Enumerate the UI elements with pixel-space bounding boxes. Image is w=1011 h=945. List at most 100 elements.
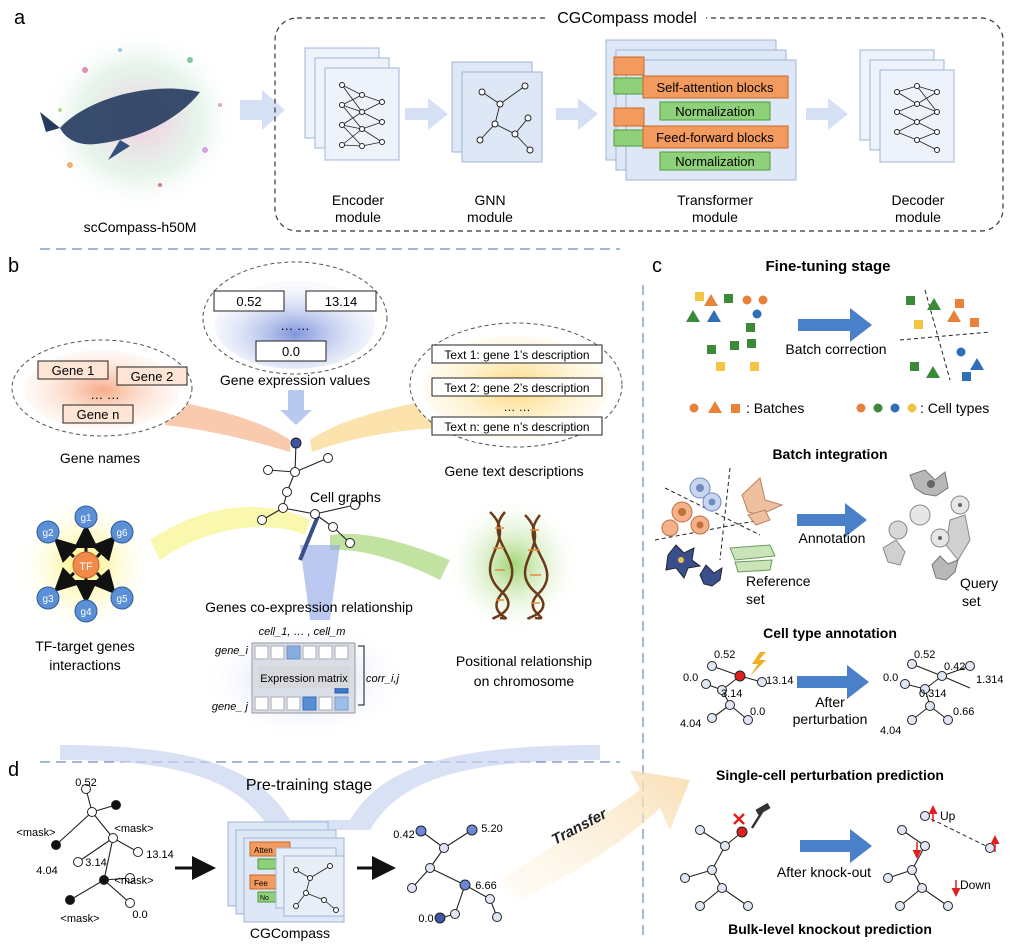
- chromo-caption-1: Positional relationship: [456, 653, 592, 669]
- knockout-arrow: [800, 829, 872, 863]
- gene-names-ellipsis: … …: [90, 387, 120, 402]
- transformer-module: Self-attention blocks Normalization Feed…: [605, 39, 797, 181]
- cgcompass-stack: [227, 821, 345, 923]
- celltypes-legend: [856, 403, 917, 413]
- panel-b: b 0.52 13.14 … … 0.0 Gene expression val…: [8, 255, 623, 740]
- perturb-before-val-5: 4.04: [680, 718, 701, 730]
- expr-ellipsis: … …: [280, 318, 310, 333]
- matrix-gene-j: gene_ j: [212, 701, 249, 713]
- pred-val-2: 5.20: [481, 823, 502, 835]
- tf-network: [13, 493, 157, 637]
- normalization-block-2: [659, 151, 771, 171]
- perturb-after-val-4: 0.314: [919, 688, 947, 700]
- transfer-arrow: [500, 770, 690, 900]
- cell-graphs-caption: Cell graphs: [310, 489, 381, 505]
- perturb-before-val-2: 0.0: [683, 672, 698, 684]
- text-desc-n: Text n: gene n’s description: [444, 420, 589, 434]
- masked-val-4: 3.14: [85, 857, 106, 869]
- knockout-graph-after: [883, 805, 1000, 911]
- masked-val-2: <mask>: [16, 827, 55, 839]
- gene-name-2: Gene 2: [131, 369, 174, 384]
- self-attention-block: [642, 75, 789, 99]
- expr-caption: Gene expression values: [220, 372, 370, 388]
- perturb-after-val-7: 0.66: [953, 706, 974, 718]
- tf-caption-2: interactions: [49, 657, 121, 673]
- batch-integration-label: Batch integration: [772, 446, 887, 462]
- encoder-label-1: Encoder: [332, 192, 384, 208]
- masked-val-1: 0.52: [75, 777, 96, 789]
- encoder-label-2: module: [335, 209, 381, 225]
- masked-val-7: <mask>: [114, 875, 153, 887]
- matrix-label: Expression matrix: [260, 673, 348, 685]
- panel-d-letter: d: [8, 759, 19, 781]
- text-desc-ellipsis: … …: [503, 400, 530, 414]
- text-desc-2: Text 2: gene 2’s description: [444, 381, 589, 395]
- decoder-label-1: Decoder: [892, 192, 945, 208]
- cell-graph: [257, 437, 360, 561]
- cgcompass-label: CGCompass: [250, 925, 330, 941]
- stack-label-fee: Fee: [254, 879, 268, 888]
- model-title: CGCompass model: [557, 10, 697, 27]
- gnn-label-2: module: [467, 209, 513, 225]
- gene-names-caption: Gene names: [60, 450, 140, 466]
- matrix-bracket: [358, 645, 365, 706]
- up-label: Up: [940, 809, 956, 823]
- flow-text-desc: [310, 400, 440, 452]
- knockout-graph-before: [680, 802, 771, 911]
- after-knockout-label: After knock-out: [777, 864, 871, 880]
- decoder-module: [859, 49, 955, 163]
- gnn-module: [451, 61, 543, 163]
- gnn-to-transformer-arrow: [556, 98, 598, 130]
- gnn-label-1: GNN: [474, 192, 505, 208]
- masked-val-5: 13.14: [146, 849, 174, 861]
- tf-target-g4: g4: [80, 607, 92, 618]
- gene-name-1: Gene 1: [52, 363, 95, 378]
- atlas-label: scCompass-h50M: [84, 219, 197, 235]
- transformer-to-decoder-arrow: [806, 98, 848, 130]
- panel-c-letter: c: [652, 255, 662, 277]
- masked-val-9: 0.0: [132, 909, 147, 921]
- expr-down-arrow: [280, 390, 312, 425]
- matrix-gene-i: gene_i: [215, 645, 249, 657]
- transformer-label-2: module: [692, 209, 738, 225]
- chromosome-dna-icon: [443, 495, 583, 635]
- pretrain-funnel: [60, 745, 600, 830]
- batches-legend: [689, 401, 740, 413]
- masked-val-3: <mask>: [114, 823, 153, 835]
- tf-target-g2: g2: [42, 528, 54, 539]
- perturb-before-val-1: 0.52: [714, 649, 735, 661]
- celltypes-legend-label: : Cell types: [920, 400, 989, 416]
- gene-name-n: Gene n: [77, 407, 120, 422]
- stack-label-atten: Atten: [254, 846, 273, 855]
- matrix-corr: corr_i,j: [366, 673, 400, 685]
- normalization-label-2: Normalization: [675, 154, 754, 169]
- cell-type-annotation-label: Cell type annotation: [763, 625, 897, 641]
- single-cell-perturbation-label: Single-cell perturbation prediction: [716, 767, 944, 783]
- batch-scatter-before: [686, 292, 768, 371]
- batch-correction-label: Batch correction: [785, 341, 886, 357]
- perturb-after-val-2: 0.42: [944, 661, 965, 673]
- query-cells: [882, 469, 971, 581]
- expression-matrix: [251, 642, 356, 714]
- query-label-1: Query: [960, 575, 998, 591]
- perturb-after-val-1: 0.52: [914, 649, 935, 661]
- coexp-caption: Genes co-expression relationship: [205, 599, 413, 615]
- normalization-label-1: Normalization: [675, 104, 754, 119]
- pred-val-4: 0.0: [418, 913, 433, 925]
- flow-coexp: [300, 545, 340, 620]
- normalization-block-1: [659, 101, 771, 121]
- atlas-whale-image: [40, 28, 240, 212]
- panel-b-letter: b: [8, 255, 19, 277]
- query-label-2: set: [962, 593, 981, 609]
- feed-forward-label: Feed-forward blocks: [656, 130, 774, 145]
- after-perturbation-2: perturbation: [793, 711, 868, 727]
- panel-d: d Pre-training stage Transfer: [8, 745, 690, 941]
- after-perturbation-1: After: [815, 694, 845, 710]
- perturbation-arrow: [797, 665, 869, 699]
- tf-target-g6: g6: [116, 528, 128, 539]
- tf-target-g5: g5: [116, 594, 128, 605]
- encoder-module: [304, 47, 400, 161]
- transformer-label-1: Transformer: [677, 192, 753, 208]
- down-label: Down: [960, 878, 991, 892]
